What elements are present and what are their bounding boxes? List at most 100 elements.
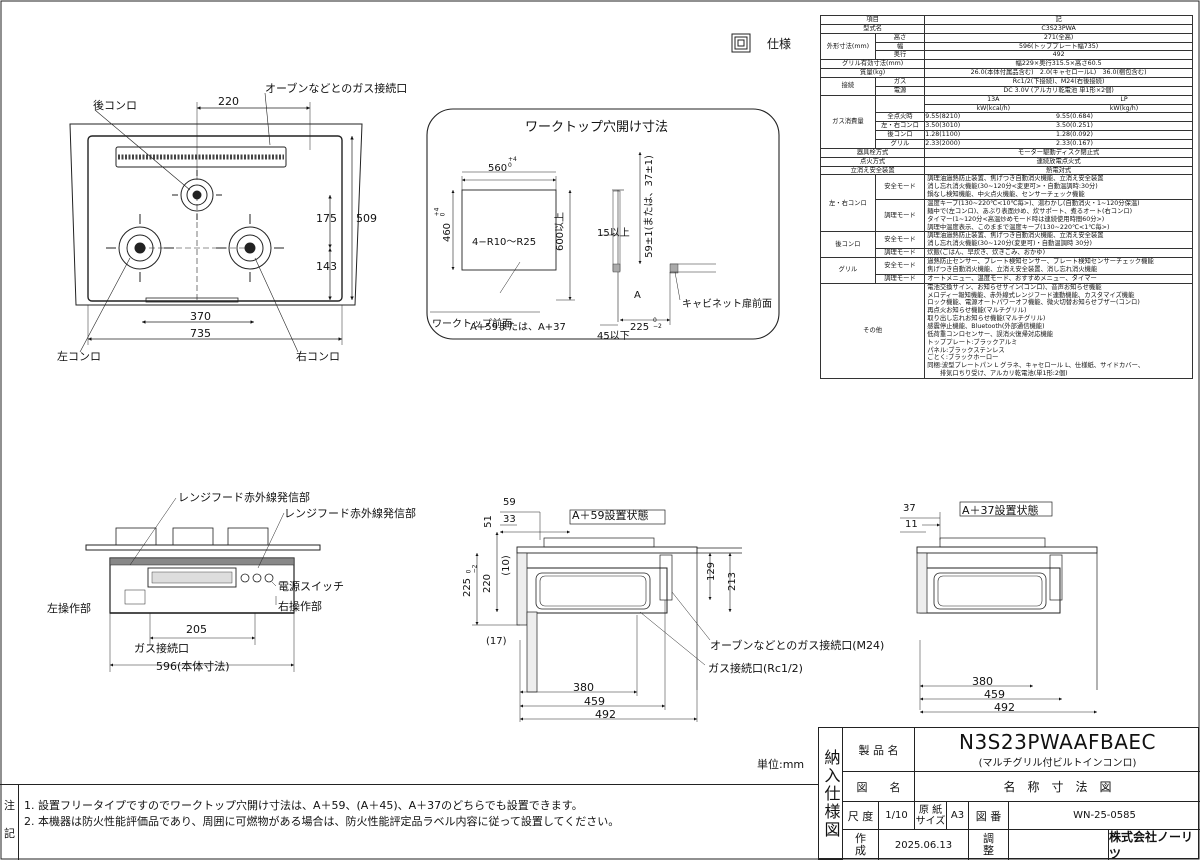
label-gas-rc: ガス接続口(Rc1/2) <box>708 662 803 675</box>
title-block: 納入仕様図 製 品 名 N3S23PWAAFBAEC (マルチグリル付ビルトイン… <box>818 727 1200 861</box>
label-gas-top: オーブンなどとのガス接続口 <box>265 82 408 95</box>
paper-value: A3 <box>947 802 969 830</box>
spec-label: 左・右コンロ <box>874 121 926 132</box>
spec-label: 安全モード <box>874 257 926 275</box>
side-view-37 <box>900 501 1098 714</box>
label-power-switch: 電源スイッチ <box>278 580 344 593</box>
tol-460: +4 0 <box>433 207 447 217</box>
dim-225-side: 225 <box>462 577 474 598</box>
front-view <box>85 497 321 672</box>
spec-label: グリル <box>874 139 926 149</box>
letter-a: A <box>634 290 641 301</box>
dim-205: 205 <box>186 623 207 636</box>
dim-509: 509 <box>356 212 377 225</box>
spec-value: 調理油過熱防止装置、焦げつき自動消火機能、立消え安全装置 消し忘れ消火機能(30… <box>924 231 1193 250</box>
spec-value: LP <box>1120 95 1128 103</box>
spec-value: 271(全高) <box>924 32 1193 43</box>
dim-492-37: 492 <box>994 701 1015 714</box>
spec-value: 3.50(3010) <box>925 122 961 130</box>
label-gas-connection: ガス接続口 <box>134 642 189 655</box>
label-rear-burner: 後コンロ <box>93 99 137 112</box>
label-right-op: 右操作部 <box>278 600 322 613</box>
dim-129: 129 <box>706 561 718 582</box>
check-value <box>1009 830 1109 860</box>
spec-label: 電源 <box>874 85 926 96</box>
label-worktop-front: ワークトップ前面 <box>432 319 512 330</box>
notes-head-1: 注 <box>4 799 15 812</box>
dim-59: 59 <box>503 497 516 508</box>
zumei-value: 名 称 寸 法 図 <box>915 772 1200 802</box>
date-value: 2025.06.13 <box>879 830 969 860</box>
spec-label: 点火方式 <box>819 156 926 167</box>
spec-label: 調理モード <box>874 248 926 259</box>
dim-59-37: 59±1(または、37±1) <box>643 155 655 258</box>
spec-label: 後コンロ <box>820 231 876 259</box>
dim-45: 45以下 <box>597 331 630 342</box>
notes-head: 注 記 <box>0 785 19 860</box>
zuban-label: 図 番 <box>969 802 1009 830</box>
label-ir-2: レンジフード赤外線発信部 <box>284 507 416 520</box>
spec-label: 型式名 <box>819 23 926 34</box>
spec-label: 外形寸法(mm) <box>820 32 876 61</box>
product-sub: (マルチグリル付ビルトインコンロ) <box>978 758 1137 769</box>
dim-220-side: 220 <box>482 573 494 594</box>
dim-33: 33 <box>503 514 516 525</box>
tol-560: +4 0 <box>508 156 517 169</box>
dim-460: 460 <box>442 222 454 243</box>
spec-value: 13A <box>987 95 1000 103</box>
dim-220: 220 <box>218 95 239 108</box>
product-cell: N3S23PWAAFBAEC (マルチグリル付ビルトインコンロ) <box>915 728 1200 772</box>
spec-label: 調理モード <box>874 273 926 284</box>
spec-label: 立消え安全装置 <box>819 165 926 176</box>
spec-label: 全点火時 <box>874 112 926 123</box>
spec-value: 9.55(8210) <box>925 113 961 121</box>
zumei-label: 図 名 <box>843 772 915 802</box>
spec-label: 高さ <box>874 32 926 43</box>
spec-value: 温度キープ(130~220℃<10℃毎>)、湯わかし(自動消火・1~120分保温… <box>924 199 1193 233</box>
label-ir-1: レンジフード赤外線発信部 <box>178 491 310 504</box>
label-cabinet-front: キャビネット扉前面 <box>682 299 772 310</box>
side-view-59 <box>472 509 742 722</box>
scale-value: 1/10 <box>879 802 915 830</box>
dim-735: 735 <box>190 327 211 340</box>
spec-value: kW(kg/h) <box>1109 104 1139 112</box>
spec-value: 連続放電点火式 <box>924 156 1193 167</box>
spec-value: 1.28(0.092) <box>1055 131 1093 139</box>
dim-175: 175 <box>316 212 337 225</box>
dim-17: (17) <box>486 636 507 647</box>
spec-value: 3.50(0.251) <box>1055 122 1093 130</box>
dim-11: 11 <box>905 519 918 530</box>
spec-value: C3S23PWA <box>924 23 1193 34</box>
spec-value: Rc1/2(下接続)、M24(右後接続) <box>924 77 1193 87</box>
spec-label: ガス <box>874 77 926 87</box>
dim-459-37: 459 <box>984 688 1005 701</box>
spec-label: 幅 <box>874 41 926 52</box>
spec-label: グリル <box>820 257 876 284</box>
label-a59: A+59または、A+37 <box>470 322 566 333</box>
dim-213: 213 <box>727 571 739 592</box>
spec-value: 1.28(1100) <box>925 131 961 139</box>
spec-value: kW(kcal/h) <box>976 104 1011 112</box>
scale-label: 尺 度 <box>843 802 879 830</box>
dim-225: 225 <box>630 322 650 333</box>
zuban-value: WN-25-0585 <box>1009 802 1200 830</box>
spec-value: オートメニュー、温度モード、おすすめメニュー、タイマー <box>924 273 1193 284</box>
spec-header: 項目 <box>819 15 926 25</box>
spec-value: 幅229×奥行315.5×高さ60.5 <box>924 59 1193 70</box>
product-label: 製 品 名 <box>843 728 915 772</box>
spec-value: 2.33(2000) <box>925 140 961 148</box>
spec-label: 安全モード <box>874 231 926 250</box>
spec-value: 2.33(0.167) <box>1055 140 1093 148</box>
check-label: 調 整 <box>969 830 1009 860</box>
spec-value: 9.55(0.684) <box>1055 113 1093 121</box>
unit-label: 単位:mm <box>757 758 805 771</box>
nouyu-label: 納入仕様図 <box>819 728 843 860</box>
spec-label: ガス消費量 <box>820 94 876 149</box>
dim-596: 596(本体寸法) <box>156 660 230 673</box>
note-line-2: 2. 本機器は防火性能評価品であり、周囲に可燃物がある場合は、防火性能評定品ラベ… <box>24 815 620 828</box>
spec-value: 過熱防止センサー、プレート検知センサー、プレート検知センサーチェック機能 焦げつ… <box>924 257 1193 275</box>
spec-label: 器具栓方式 <box>819 147 926 158</box>
side37-title: A＋37設置状態 <box>962 504 1039 517</box>
label-oven-gas-m24: オーブンなどとのガス接続口(M24) <box>710 639 885 652</box>
